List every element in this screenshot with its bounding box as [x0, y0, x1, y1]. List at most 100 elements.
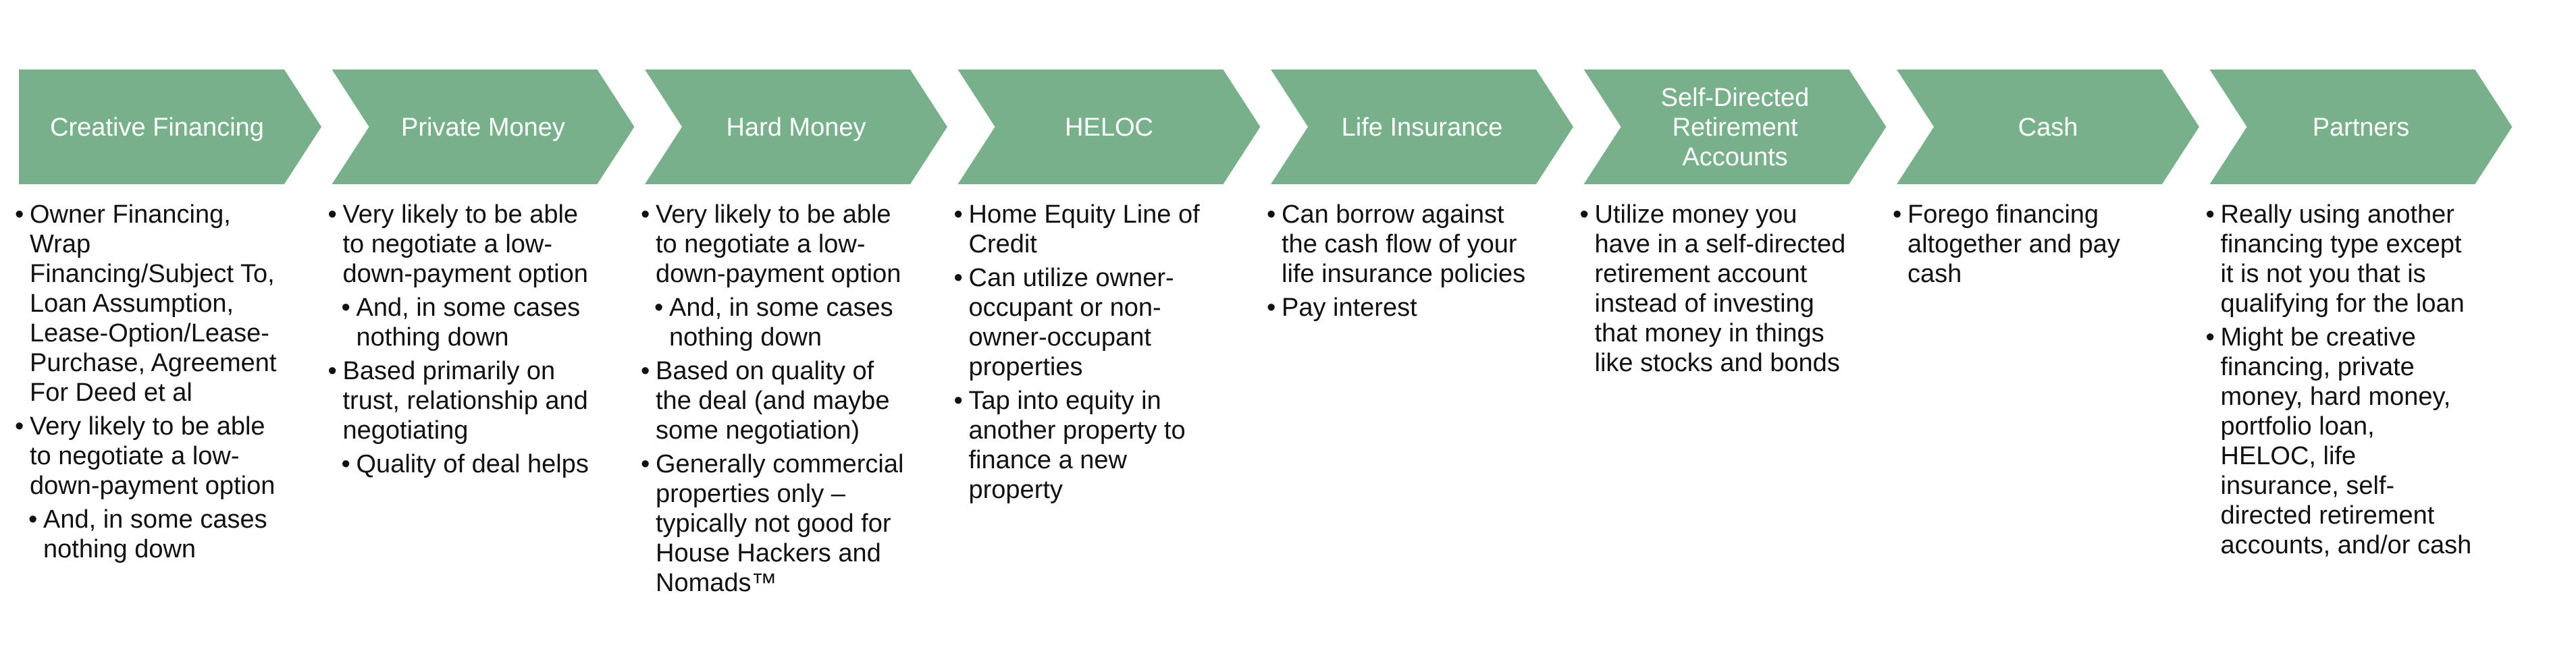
chevron-label-line: Private Money — [401, 113, 565, 142]
bullet-text-line: trust, relationship and — [342, 387, 588, 415]
bullet-text-line: Owner Financing, — [30, 200, 231, 229]
chevron-hard-money — [645, 69, 947, 184]
bullet-text-line: to negotiate a low- — [656, 230, 866, 258]
bullet-text-line: Might be creative — [2220, 323, 2416, 352]
bullet-item: •Can utilize owner-occupant or non-owner… — [954, 263, 1244, 382]
bullet-marker: • — [1579, 200, 1589, 229]
bullet-text-line: some negotiation) — [656, 416, 860, 445]
sub-bullet-text-line: And, in some cases — [669, 294, 893, 322]
bullet-marker: • — [953, 387, 963, 415]
bullet-text-line: financing type except — [2220, 230, 2462, 258]
bullet-marker: • — [953, 264, 963, 292]
chevron-label-line: Retirement — [1673, 113, 1798, 142]
chevron-label-hard-money: Hard Money — [727, 113, 866, 142]
bullet-text-line: Lease-Option/Lease- — [30, 319, 269, 347]
chevron-label-private-money: Private Money — [401, 113, 565, 142]
bullet-text-line: accounts, and/or cash — [2220, 531, 2472, 559]
bullet-text-line: Very likely to be able — [342, 200, 579, 229]
bullet-marker: • — [953, 200, 963, 229]
bullet-text-line: cash — [1908, 260, 1962, 288]
chevron-label-creative-financing: Creative Financing — [50, 113, 264, 142]
chevron-label-line: HELOC — [1065, 113, 1153, 142]
bullet-text-line: Based on quality of — [656, 357, 874, 385]
bullet-marker: • — [327, 200, 337, 229]
bullet-text-line: another property to — [968, 416, 1186, 445]
bullet-text-line: Financing/Subject To, — [30, 260, 275, 288]
bullet-marker: • — [2205, 323, 2215, 352]
bullet-marker: • — [341, 294, 350, 322]
chevron-self-directed-retirement-accounts — [1583, 69, 1887, 184]
bullet-text-line: portfolio loan, — [2220, 412, 2375, 441]
bullet-text-line: For Deed et al — [30, 379, 192, 407]
bullet-text-line: have in a self-directed — [1594, 230, 1846, 258]
bullet-marker: • — [641, 450, 650, 478]
sub-bullet-text-line: nothing down — [669, 323, 822, 352]
chevron-label-line: Life Insurance — [1342, 113, 1503, 142]
bullet-text-line: the cash flow of your — [1282, 230, 1517, 258]
bullet-text-line: typically not good for — [656, 509, 891, 538]
bullet-text-line: life insurance policies — [1282, 260, 1526, 288]
bullet-marker: • — [327, 357, 337, 385]
bullet-marker: • — [1267, 294, 1276, 322]
bullet-text-line: finance a new — [968, 446, 1128, 474]
bullet-text-line: it is not you that is — [2220, 260, 2426, 288]
bullet-text-line: Credit — [968, 230, 1037, 258]
bullet-marker: • — [641, 357, 650, 385]
bullet-text-line: instead of investing — [1594, 289, 1814, 318]
chevron-label-line: Hard Money — [727, 113, 866, 142]
bullet-text-line: Very likely to be able — [30, 412, 265, 441]
bullet-text-line: Home Equity Line of — [968, 200, 1200, 229]
bullet-text-line: altogether and pay — [1908, 230, 2120, 258]
bullet-text-line: down-payment option — [656, 260, 901, 288]
bullet-text-line: insurance, self- — [2220, 472, 2395, 500]
sub-bullet-text-line: And, in some cases — [356, 294, 581, 322]
bullet-marker: • — [1267, 200, 1276, 229]
sub-bullet-text-line: Quality of deal helps — [356, 450, 589, 478]
bullet-text-line: Purchase, Agreement — [30, 349, 277, 377]
bullet-marker: • — [15, 412, 24, 441]
bullet-text-line: House Hackers and — [656, 539, 881, 567]
bullet-text-line: Really using another — [2220, 200, 2454, 229]
sub-bullet-text-line: And, in some cases — [43, 505, 267, 534]
chevron-creative-financing — [19, 69, 321, 184]
bullet-text-line: financing, private — [2220, 353, 2415, 381]
chevron-label-line: Creative Financing — [50, 113, 264, 142]
sub-bullet-text-line: nothing down — [43, 535, 196, 563]
bullet-text-line: like stocks and bonds — [1594, 349, 1840, 377]
bullet-text-line: Wrap — [30, 230, 91, 258]
chevron-label-life-insurance: Life Insurance — [1342, 113, 1503, 142]
sub-bullet-text-line: nothing down — [356, 323, 509, 352]
bullet-text-line: to negotiate a low- — [30, 442, 240, 470]
bullet-text-line: occupant or non- — [968, 294, 1161, 322]
bullet-text-line: Forego financing — [1908, 200, 2099, 229]
bullet-marker: • — [654, 294, 664, 322]
bullet-marker: • — [2205, 200, 2215, 229]
chevron-label-line: Self-Directed — [1661, 84, 1810, 112]
chevron-label-line: Accounts — [1682, 143, 1787, 171]
bullet-text-line: owner-occupant — [968, 323, 1151, 352]
bullet-marker: • — [641, 200, 650, 229]
bullet-text-line: retirement account — [1594, 260, 1808, 288]
bullet-text-line: properties only – — [656, 480, 845, 508]
bullet-text-line: Pay interest — [1282, 294, 1417, 322]
bullet-text-line: down-payment option — [342, 260, 588, 288]
chevron-heloc — [957, 69, 1261, 184]
chevron-label-partners: Partners — [2313, 113, 2410, 142]
chevron-private-money — [332, 69, 635, 184]
